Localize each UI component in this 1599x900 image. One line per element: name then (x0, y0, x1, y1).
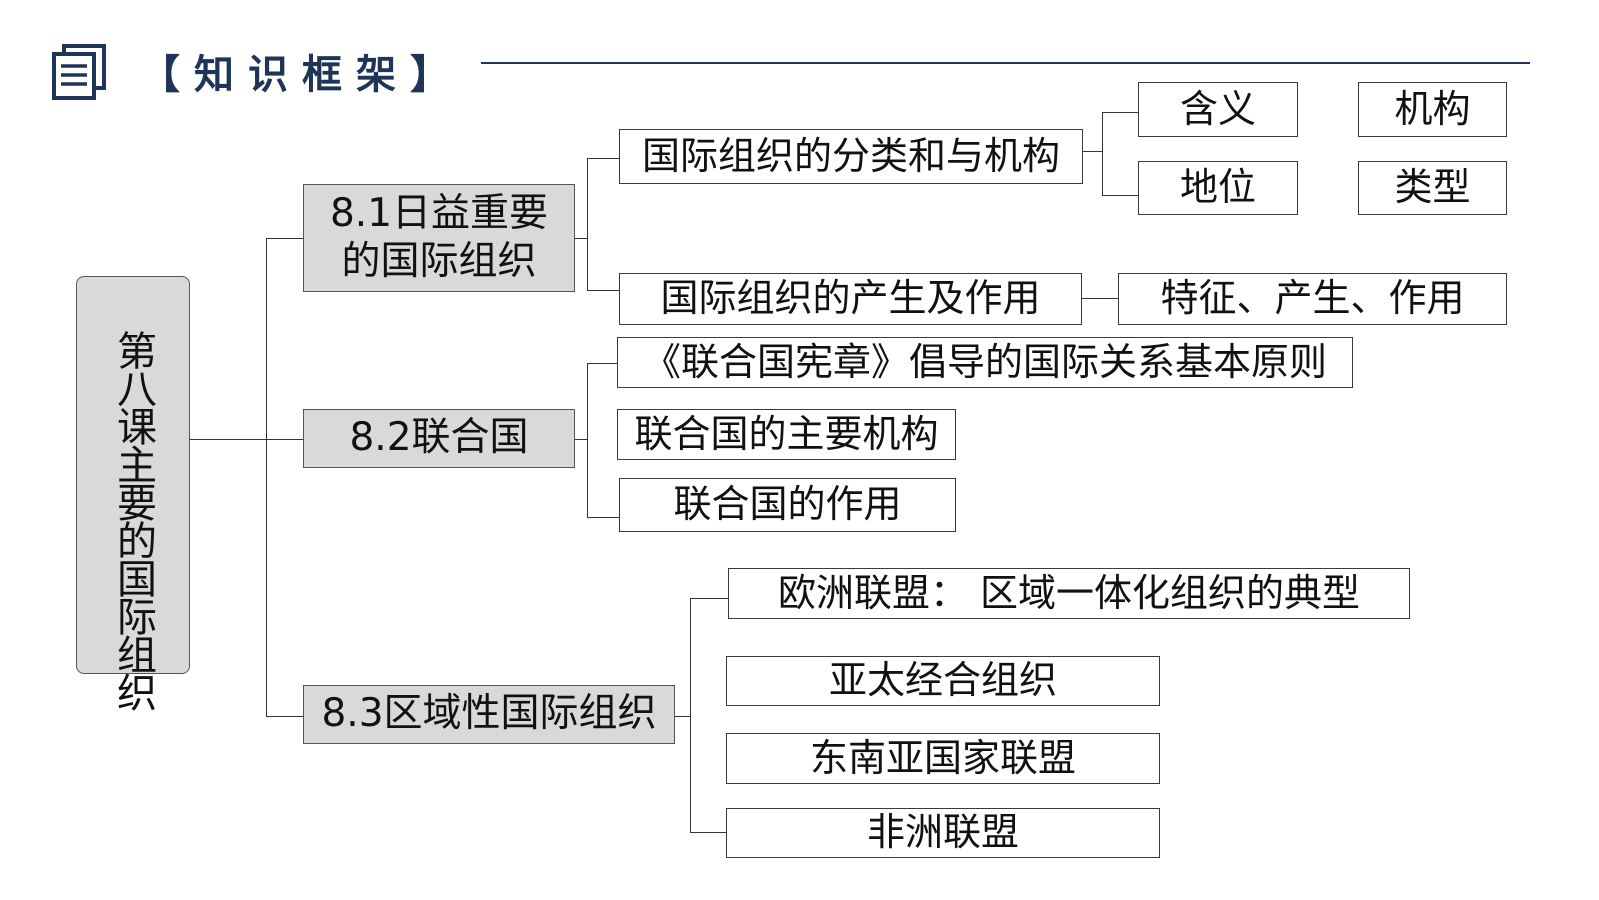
connector (1102, 112, 1103, 195)
topic-node: 欧洲联盟： 区域一体化组织的典型 (728, 568, 1410, 619)
detail-node: 机构 (1358, 82, 1507, 137)
connector (1102, 112, 1139, 113)
detail-label: 地位 (1179, 165, 1256, 210)
header-divider (481, 62, 1530, 64)
section-node-8-3: 8.3区域性国际组织 (303, 685, 675, 744)
topic-label: 国际组织的分类和与机构 (641, 133, 1060, 178)
topic-node: 东南亚国家联盟 (726, 733, 1160, 784)
connector (266, 238, 304, 239)
topic-label: 亚太经合组织 (828, 658, 1057, 703)
header-title: 【知识框架】 (140, 52, 464, 98)
connector (587, 290, 620, 291)
detail-node: 类型 (1358, 161, 1507, 215)
section-node-8-2: 8.2联合国 (303, 409, 575, 468)
section-node-8-1: 8.1日益重要的国际组织 (303, 184, 575, 292)
connector (674, 716, 690, 717)
topic-node: 联合国的作用 (619, 478, 956, 532)
document-stack-icon (50, 44, 108, 102)
detail-node: 含义 (1138, 82, 1298, 137)
connector (587, 158, 588, 290)
connector (266, 716, 304, 717)
connector (1102, 195, 1139, 196)
connector (574, 238, 587, 239)
topic-label: 国际组织的产生及作用 (660, 276, 1041, 321)
connector (266, 439, 304, 440)
connector (587, 158, 620, 159)
connector (1082, 151, 1102, 152)
detail-label: 类型 (1394, 165, 1471, 210)
detail-label: 含义 (1179, 86, 1256, 131)
topic-node: 《联合国宪章》倡导的国际关系基本原则 (617, 337, 1353, 388)
section-title: 8.3区域性国际组织 (321, 691, 657, 737)
connector (266, 238, 267, 716)
topic-label: 《联合国宪章》倡导的国际关系基本原则 (642, 339, 1327, 384)
connector (587, 363, 618, 364)
connector (587, 517, 620, 518)
topic-label: 非洲联盟 (866, 810, 1019, 855)
connector (574, 439, 587, 440)
topic-node: 联合国的主要机构 (617, 409, 956, 460)
detail-node: 地位 (1138, 161, 1298, 215)
root-node: 第八课主要的国际组织 (76, 276, 190, 710)
connector (1081, 298, 1119, 299)
section-title: 8.2联合国 (349, 415, 529, 461)
detail-label: 机构 (1394, 86, 1471, 131)
connector (189, 439, 266, 440)
topic-node: 非洲联盟 (726, 808, 1160, 858)
connector (690, 832, 726, 833)
topic-label: 联合国的主要机构 (634, 411, 939, 456)
connector (587, 363, 588, 517)
root-label: 第八课主要的国际组织 (110, 330, 156, 710)
detail-node: 特征、产生、作用 (1118, 273, 1507, 325)
topic-node: 国际组织的产生及作用 (619, 273, 1082, 325)
topic-label: 联合国的作用 (673, 482, 902, 527)
section-title: 8.1日益重要的国际组织 (329, 191, 549, 284)
topic-node: 国际组织的分类和与机构 (619, 129, 1083, 184)
connector (690, 598, 728, 599)
connector (690, 598, 691, 832)
topic-node: 亚太经合组织 (726, 656, 1160, 706)
detail-label: 特征、产生、作用 (1160, 276, 1465, 321)
topic-label: 欧洲联盟： 区域一体化组织的典型 (777, 570, 1361, 615)
topic-label: 东南亚国家联盟 (809, 735, 1076, 780)
